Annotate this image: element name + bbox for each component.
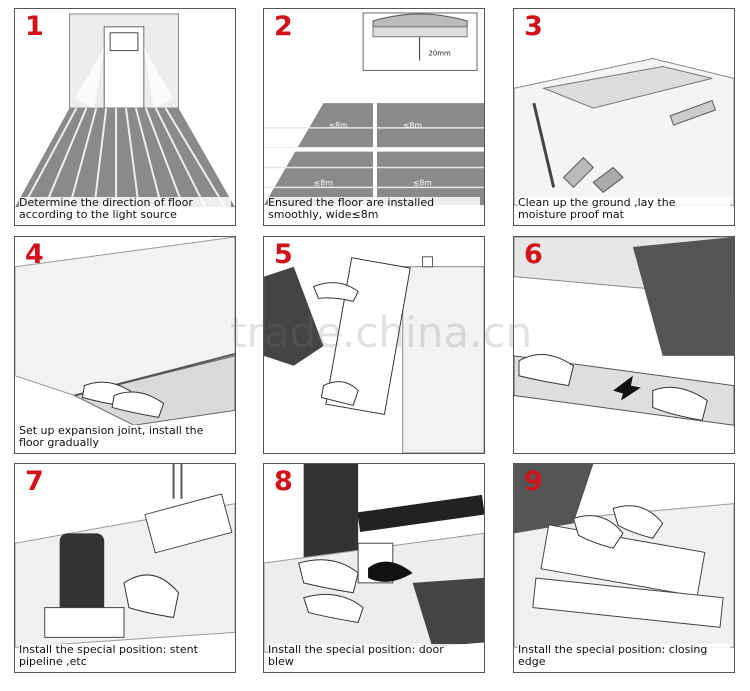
step-9-illustration <box>514 464 734 672</box>
step-number: 7 <box>25 466 44 497</box>
step-7-illustration <box>15 464 235 672</box>
step-number: 5 <box>274 239 293 270</box>
width-label-top-right: ≤8m <box>403 121 423 130</box>
step-6-illustration <box>514 237 734 453</box>
step-caption: Determine the direction of floor accordi… <box>19 197 231 221</box>
step-3-illustration <box>514 58 734 206</box>
step-2-illustration: ≤8m ≤8m ≤8m ≤8m 20mm <box>264 12 484 206</box>
step-panel-3: 3 Clean up the ground ,lay the moisture … <box>513 8 735 226</box>
width-label-bottom-right: ≤8m <box>413 178 433 187</box>
step-caption: Install the special position: stent pipe… <box>19 644 231 668</box>
step-panel-9: 9 Install the special position: closing … <box>513 463 735 673</box>
step-caption: Install the special position: door blew <box>268 644 480 668</box>
step-number: 4 <box>25 239 44 270</box>
step-panel-4: 4 Set up expansion joint, install the fl… <box>14 236 236 454</box>
step-caption: Set up expansion joint, install the floo… <box>19 425 231 449</box>
step-5-illustration <box>264 237 484 453</box>
step-panel-6: 6 <box>513 236 735 454</box>
step-panel-1: 1 Determine the direction of floor accor… <box>14 8 236 226</box>
step-number: 2 <box>274 11 293 42</box>
step-number: 3 <box>524 11 543 42</box>
step-1-illustration <box>15 9 235 225</box>
step-caption: Install the special position: closing ed… <box>518 644 730 668</box>
step-panel-2: ≤8m ≤8m ≤8m ≤8m 20mm 2 Ensured the floor… <box>263 8 485 226</box>
step-4-illustration <box>15 237 235 426</box>
joint-width-label: 20mm <box>428 50 451 58</box>
step-panel-8: 8 Install the special position: door ble… <box>263 463 485 673</box>
width-label-top-left: ≤8m <box>328 121 348 130</box>
step-number: 6 <box>524 239 543 270</box>
step-number: 8 <box>274 466 293 497</box>
step-caption: Ensured the floor are installed smoothly… <box>268 197 480 221</box>
step-number: 1 <box>25 11 44 42</box>
step-8-illustration <box>264 464 484 672</box>
step-caption: Clean up the ground ,lay the moisture pr… <box>518 197 730 221</box>
width-label-bottom-left: ≤8m <box>314 178 334 187</box>
step-number: 9 <box>524 466 543 497</box>
step-panel-7: 7 Install the special position: stent pi… <box>14 463 236 673</box>
step-panel-5: 5 <box>263 236 485 454</box>
